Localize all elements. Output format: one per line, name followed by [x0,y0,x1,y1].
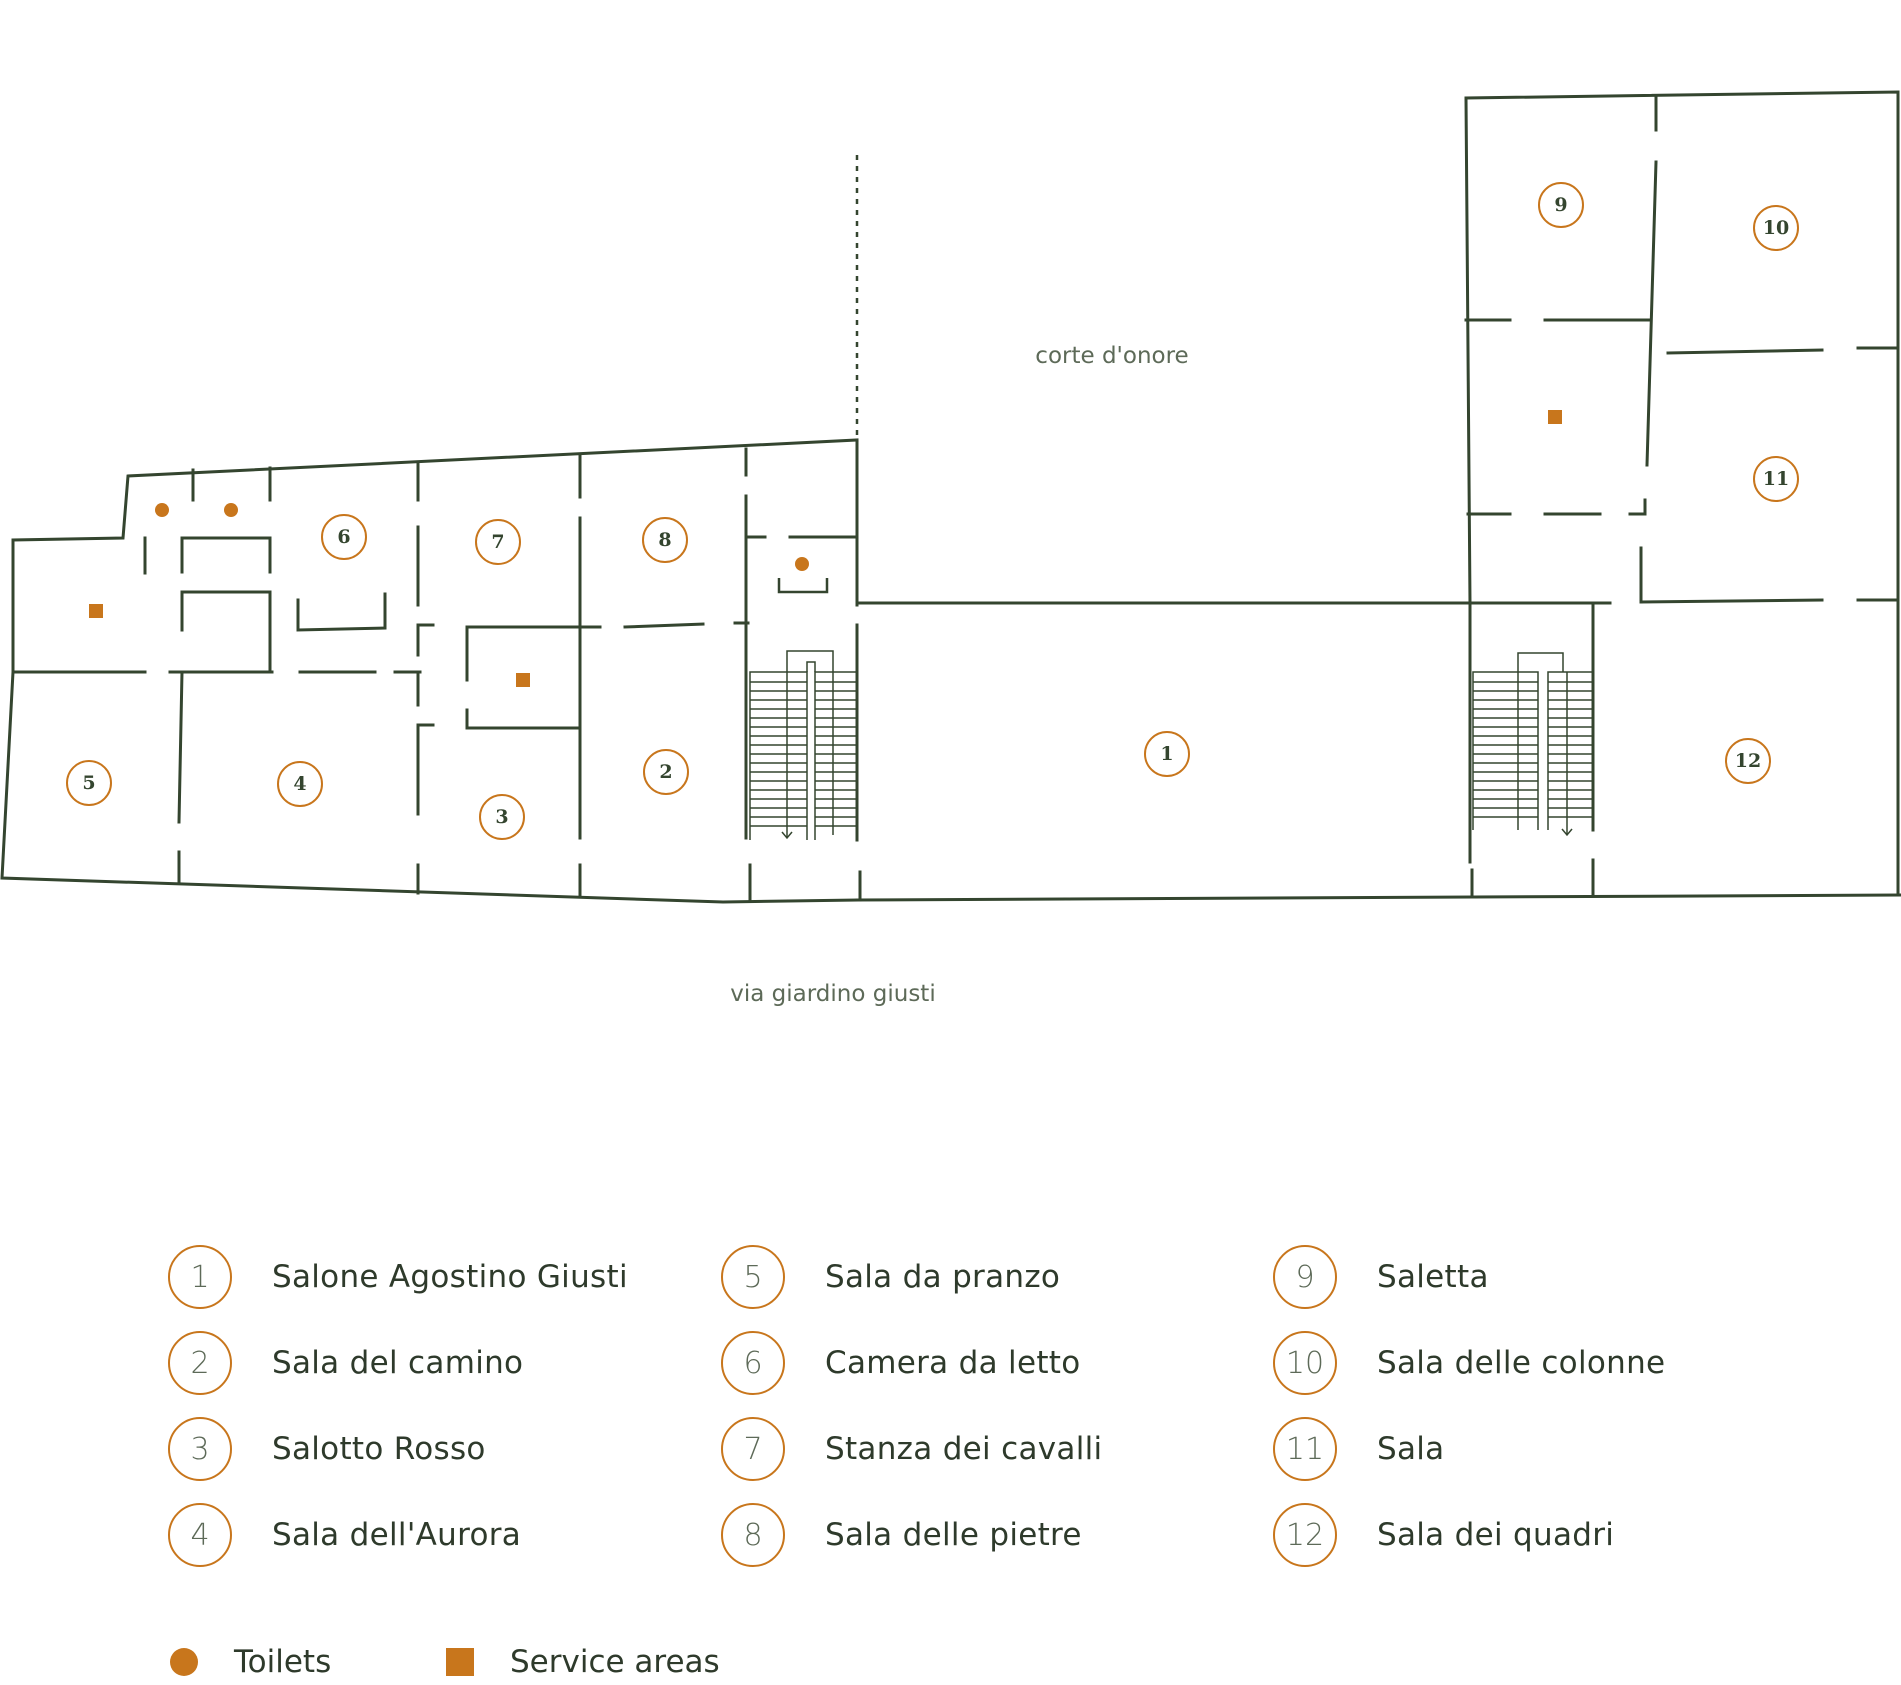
legend-number-badge: 4 [168,1503,232,1567]
legend-number-badge: 9 [1273,1245,1337,1309]
toilet-dot-icon [155,503,169,517]
room-badge-number: 4 [293,773,306,795]
legend-item[interactable]: 6 Camera da letto [721,1329,1081,1397]
legend-item[interactable]: 11 Sala [1273,1415,1444,1483]
legend-room-name: Camera da letto [825,1345,1081,1381]
right-wing-walls [1464,90,1900,897]
legend-room-name: Sala delle pietre [825,1517,1082,1553]
legend-number-badge: 7 [721,1417,785,1481]
legend-number-badge: 6 [721,1331,785,1395]
room-badge-number: 10 [1763,217,1789,239]
legend-item[interactable]: 3 Salotto Rosso [168,1415,486,1483]
legend-room-name: Sala [1377,1431,1445,1467]
room-badge-5[interactable]: 5 [66,760,112,806]
legend-item[interactable]: 1 Salone Agostino Giusti [168,1243,628,1311]
key-label: Service areas [510,1644,720,1680]
room-badge-number: 3 [495,806,508,828]
legend-item[interactable]: 12 Sala dei quadri [1273,1501,1614,1569]
legend-room-name: Stanza dei cavalli [825,1431,1103,1467]
room-badge-3[interactable]: 3 [479,794,525,840]
room-badge-6[interactable]: 6 [321,514,367,560]
legend-room-name: Sala dei quadri [1377,1517,1615,1553]
symbol-key: Toilets Service areas [170,1642,870,1682]
toilet-dot-icon [795,557,809,571]
service-square-icon [89,604,103,618]
left-wing-walls [0,438,862,904]
room-badge-number: 5 [82,772,95,794]
legend-number-badge: 2 [168,1331,232,1395]
legend-item[interactable]: 2 Sala del camino [168,1329,523,1397]
service-square-icon [516,673,530,687]
legend-room-name: Sala del camino [272,1345,524,1381]
room-badge-2[interactable]: 2 [643,749,689,795]
legend-item[interactable]: 5 Sala da pranzo [721,1243,1060,1311]
legend-room-name: Sala dell'Aurora [272,1517,522,1553]
central-hall-walls [855,601,1901,902]
room-badge-11[interactable]: 11 [1753,456,1799,502]
legend-room-name: Sala da pranzo [825,1259,1061,1295]
room-badge-number: 1 [1160,743,1173,765]
legend-item[interactable]: 10 Sala delle colonne [1273,1329,1665,1397]
room-badge-4[interactable]: 4 [277,761,323,807]
service-square-icon [446,1648,474,1676]
room-badge-1[interactable]: 1 [1144,731,1190,777]
room-badge-number: 12 [1735,750,1761,772]
right-staircase [1472,652,1594,837]
courtyard-label: corte d'onore [1035,343,1188,369]
legend-item[interactable]: 8 Sala delle pietre [721,1501,1082,1569]
street-label: via giardino giusti [730,981,935,1007]
toilet-dot-icon [170,1648,198,1676]
legend-room-name: Salone Agostino Giusti [272,1259,628,1295]
room-badge-number: 8 [658,529,671,551]
room-badge-8[interactable]: 8 [642,517,688,563]
legend-room-name: Saletta [1377,1259,1489,1295]
legend-number-badge: 1 [168,1245,232,1309]
legend-item[interactable]: 7 Stanza dei cavalli [721,1415,1102,1483]
room-badge-number: 2 [659,761,672,783]
room-badge-9[interactable]: 9 [1538,182,1584,228]
service-square-icon [1548,410,1562,424]
room-badge-7[interactable]: 7 [475,519,521,565]
toilet-dot-icon [224,503,238,517]
legend-room-name: Salotto Rosso [272,1431,486,1467]
room-badge-12[interactable]: 12 [1725,738,1771,784]
key-item-service-areas: Service areas [446,1642,720,1682]
room-badge-number: 9 [1554,194,1567,216]
legend-item[interactable]: 4 Sala dell'Aurora [168,1501,521,1569]
room-badge-number: 6 [337,526,350,548]
key-item-toilets: Toilets [170,1642,331,1682]
room-badge-number: 7 [491,531,504,553]
legend-item[interactable]: 9 Saletta [1273,1243,1489,1311]
room-badge-number: 11 [1763,468,1789,490]
legend-number-badge: 11 [1273,1417,1337,1481]
legend-number-badge: 8 [721,1503,785,1567]
legend-number-badge: 10 [1273,1331,1337,1395]
legend-room-name: Sala delle colonne [1377,1345,1666,1381]
left-staircase [749,650,858,840]
legend-number-badge: 3 [168,1417,232,1481]
legend-number-badge: 12 [1273,1503,1337,1567]
legend-number-badge: 5 [721,1245,785,1309]
room-badge-10[interactable]: 10 [1753,205,1799,251]
floor-plan-map: corte d'onore via giardino giusti 1 2 3 … [0,90,1901,1007]
key-label: Toilets [234,1644,332,1680]
